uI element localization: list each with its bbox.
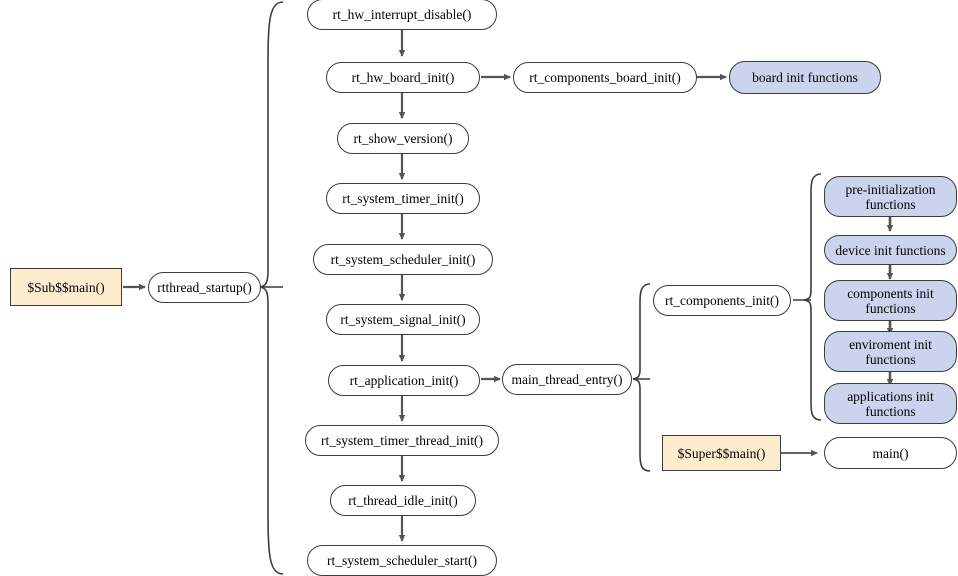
node-rt-system-scheduler-init-label: rt_system_scheduler_init() [330, 252, 476, 267]
node-rt-application-init[interactable]: rt_application_init() [328, 365, 480, 396]
node-rtthread-startup[interactable]: rtthread_startup() [148, 272, 261, 303]
node-rt-application-init-label: rt_application_init() [349, 373, 459, 388]
node-pre-initialization-functions[interactable]: pre-initialization functions [824, 176, 957, 217]
node-sub-main-label: $Sub$$main() [27, 279, 105, 295]
node-main[interactable]: main() [824, 437, 957, 469]
node-rt-system-signal-init[interactable]: rt_system_signal_init() [326, 304, 480, 335]
node-rt-hw-board-init-label: rt_hw_board_init() [351, 70, 455, 85]
node-device-init-functions[interactable]: device init functions [824, 235, 957, 265]
node-board-init-functions[interactable]: board init functions [729, 61, 881, 94]
node-rt-system-timer-init-label: rt_system_timer_init() [342, 191, 464, 206]
node-rt-show-version[interactable]: rt_show_version() [337, 123, 469, 154]
node-pre-initialization-functions-label: pre-initialization functions [845, 181, 936, 212]
node-enviroment-init-functions[interactable]: enviroment init functions [824, 331, 957, 372]
node-components-init-functions-label: components init functions [847, 285, 934, 316]
node-rt-thread-idle-init-label: rt_thread_idle_init() [348, 493, 458, 508]
node-rt-show-version-label: rt_show_version() [353, 131, 453, 146]
node-main-label: main() [872, 445, 909, 461]
brace-startup-steps [259, 1, 284, 575]
node-applications-init-functions-label: applications init functions [847, 388, 934, 419]
brace-components-init [793, 173, 822, 421]
node-rt-system-signal-init-label: rt_system_signal_init() [340, 312, 466, 327]
node-rt-system-scheduler-start[interactable]: rt_system_scheduler_start() [307, 545, 497, 576]
node-rt-components-init-label: rt_components_init() [665, 293, 779, 308]
node-main-thread-entry[interactable]: main_thread_entry() [502, 364, 632, 395]
node-rt-system-timer-init[interactable]: rt_system_timer_init() [326, 183, 480, 214]
node-enviroment-init-functions-label: enviroment init functions [849, 336, 932, 367]
brace-main-thread-entry [632, 283, 651, 472]
node-board-init-functions-label: board init functions [752, 70, 858, 85]
node-applications-init-functions[interactable]: applications init functions [824, 383, 957, 424]
node-device-init-functions-label: device init functions [835, 242, 946, 258]
node-rt-components-board-init-label: rt_components_board_init() [529, 70, 681, 85]
node-rt-components-board-init[interactable]: rt_components_board_init() [513, 62, 697, 93]
node-rt-hw-board-init[interactable]: rt_hw_board_init() [326, 62, 480, 93]
node-rt-hw-interrupt-disable[interactable]: rt_hw_interrupt_disable() [307, 0, 497, 30]
node-rt-components-init[interactable]: rt_components_init() [653, 285, 791, 316]
node-components-init-functions[interactable]: components init functions [824, 280, 957, 321]
node-rt-thread-idle-init[interactable]: rt_thread_idle_init() [330, 485, 476, 516]
node-rt-system-scheduler-init[interactable]: rt_system_scheduler_init() [313, 244, 493, 275]
node-super-main-label: $Super$$main() [677, 445, 766, 461]
node-super-main[interactable]: $Super$$main() [662, 435, 781, 471]
node-rtthread-startup-label: rtthread_startup() [157, 280, 252, 295]
node-rt-hw-interrupt-disable-label: rt_hw_interrupt_disable() [332, 7, 472, 22]
node-rt-system-timer-thread-init[interactable]: rt_system_timer_thread_init() [305, 425, 499, 456]
node-sub-main[interactable]: $Sub$$main() [10, 268, 122, 306]
node-main-thread-entry-label: main_thread_entry() [511, 372, 623, 387]
node-rt-system-timer-thread-init-label: rt_system_timer_thread_init() [321, 433, 483, 448]
node-rt-system-scheduler-start-label: rt_system_scheduler_start() [327, 553, 477, 568]
